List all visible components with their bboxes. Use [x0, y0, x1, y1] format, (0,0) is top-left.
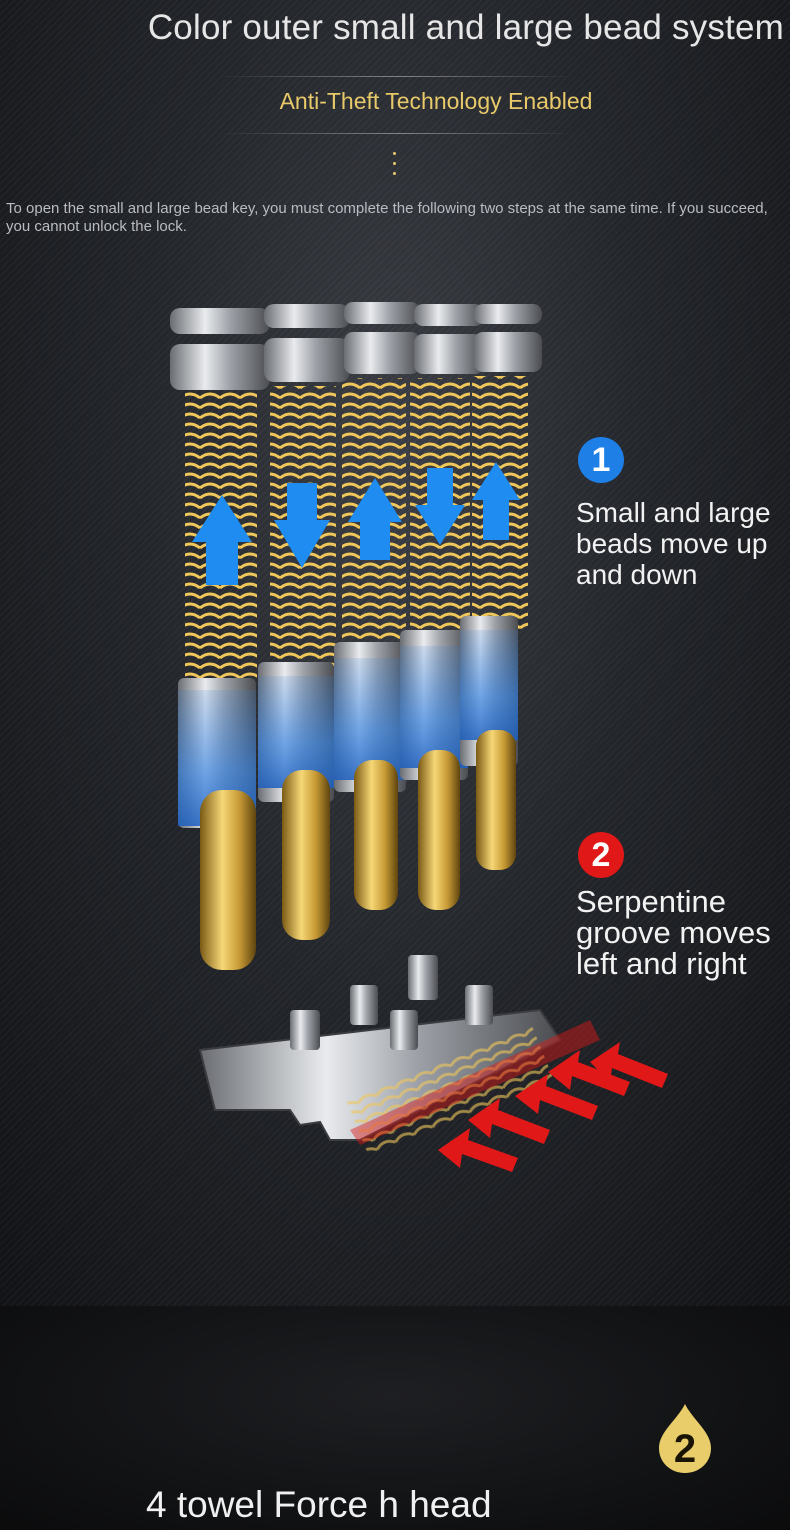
divider-bottom — [218, 133, 576, 134]
step-caption-2: Serpentine groove moves left and right — [576, 884, 771, 981]
step-badge-1: 1 — [578, 437, 624, 483]
drop-badge-icon: 2 — [657, 1402, 713, 1474]
step-badge-2: 2 — [578, 832, 624, 878]
left-arrow-icon — [548, 1050, 630, 1096]
pin-column-2 — [258, 304, 350, 940]
down-arrow-icon — [415, 468, 465, 545]
feature-panel: Color outer small and large bead system … — [0, 0, 790, 1306]
lock-mechanism-illustration — [170, 302, 668, 1172]
dots-ornament — [393, 152, 397, 182]
drop-badge-number: 2 — [674, 1427, 696, 1471]
description: To open the small and large bead key, yo… — [6, 200, 768, 235]
page-title: Color outer small and large bead system — [147, 8, 784, 47]
up-arrow-icon — [348, 478, 402, 560]
divider-top — [218, 76, 576, 77]
left-arrow-icon — [590, 1042, 668, 1088]
serpentine-groove-assembly — [198, 955, 600, 1156]
down-arrow-icon — [274, 483, 330, 568]
footer-heading: 4 towel Force h head — [146, 1484, 492, 1525]
footer-panel — [0, 1306, 790, 1530]
step-caption-1: Small and large beads move up and down — [576, 497, 771, 590]
up-arrow-icon — [472, 462, 520, 540]
pin-column-4 — [400, 304, 484, 910]
up-arrow-icon — [192, 495, 252, 585]
blue-arrows — [192, 462, 520, 585]
red-arrows — [438, 1042, 668, 1172]
pin-column-5 — [460, 304, 542, 870]
pin-column-1 — [170, 308, 270, 970]
left-arrow-icon — [468, 1098, 550, 1144]
left-arrow-icon — [438, 1128, 518, 1172]
subtitle: Anti-Theft Technology Enabled — [279, 88, 593, 114]
left-arrow-icon — [515, 1074, 598, 1120]
pin-column-3 — [334, 302, 420, 910]
